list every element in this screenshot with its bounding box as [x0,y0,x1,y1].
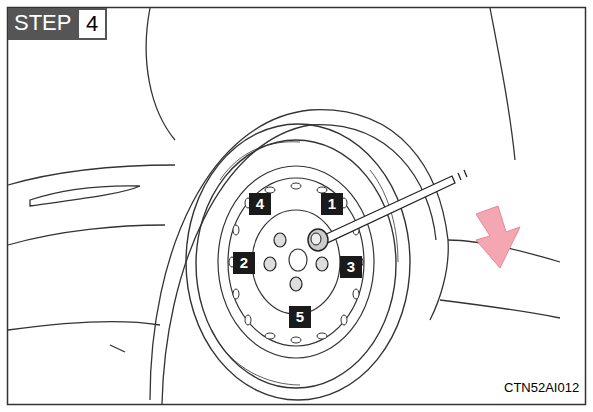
step-number: 4 [77,8,107,40]
step-label: STEP [8,8,77,40]
car-body [8,8,560,404]
lug-wrench [308,170,467,251]
tire [186,124,410,400]
rim-holes [229,183,363,343]
callout-number: 4 [249,193,271,215]
callout-number: 2 [233,252,255,274]
frame [8,8,586,405]
lug-nuts [264,233,328,291]
callout-number: 1 [321,193,343,215]
wheel-rim [218,166,374,358]
callout-number: 5 [289,306,311,328]
figure-code: CTN52AI012 [504,380,579,396]
callout-number: 3 [340,256,362,278]
turn-arrow [476,206,520,268]
